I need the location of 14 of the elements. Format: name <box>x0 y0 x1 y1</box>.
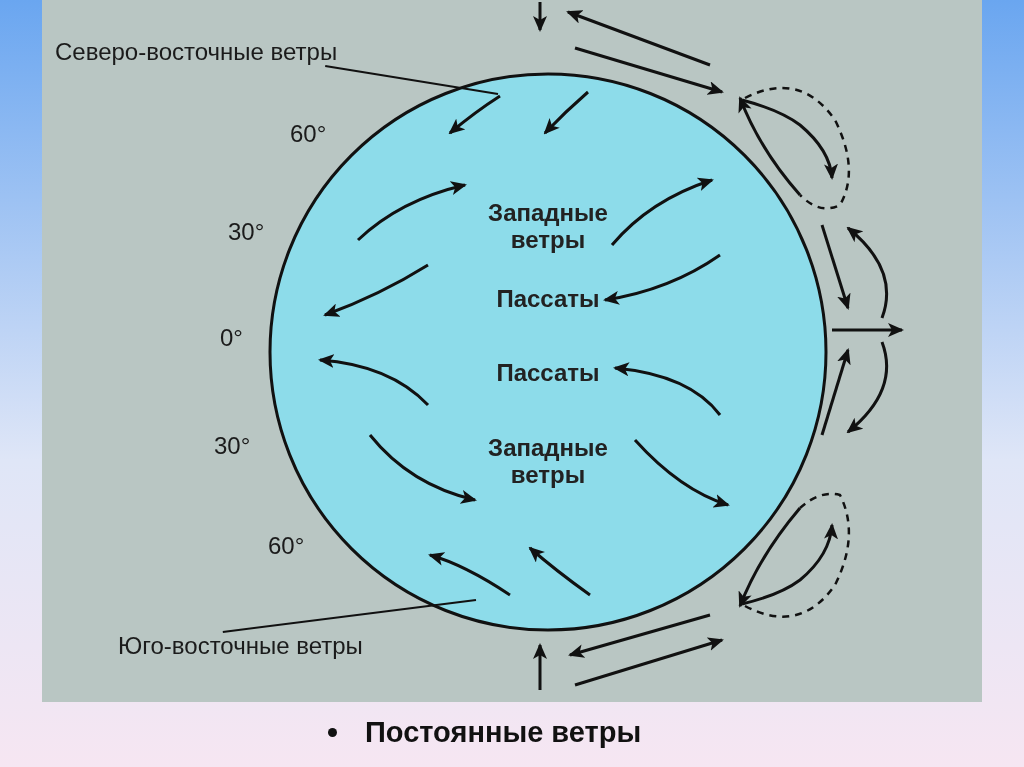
wind-label: Западные ветры <box>487 434 609 488</box>
wind-label: Западные ветры <box>487 199 609 253</box>
wind-label: Пассаты <box>495 285 601 312</box>
caption: Постоянные ветры <box>365 716 642 749</box>
wind-label: Юго-восточные ветры <box>118 632 363 660</box>
latitude-label: 30° <box>214 432 251 460</box>
wind-label: Пассаты <box>495 359 601 386</box>
leader-line <box>324 65 499 95</box>
latitude-label: 60° <box>268 532 305 560</box>
wind-label: Северо-восточные ветры <box>55 38 338 66</box>
latitude-label: 60° <box>290 120 327 148</box>
latitude-label: 30° <box>228 218 265 246</box>
leader-line <box>221 599 477 633</box>
latitude-label: 0° <box>220 324 243 352</box>
